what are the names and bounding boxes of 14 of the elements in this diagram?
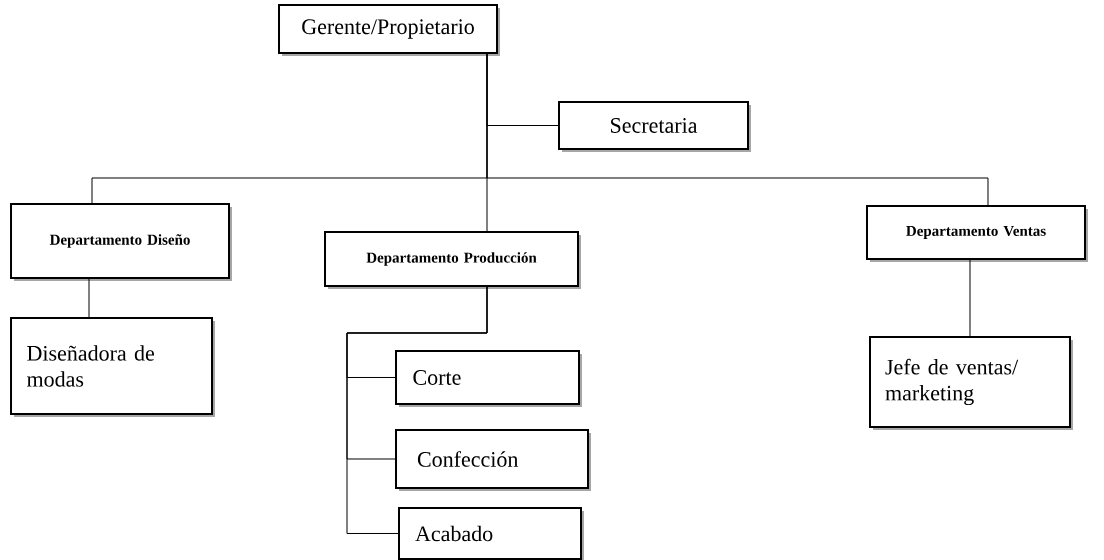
title-box: Gerente/Propietario	[278, 4, 500, 56]
department-box: Departamento Ventas	[866, 205, 1088, 262]
task-box: Acabado	[398, 507, 584, 560]
department-box: Departamento Producción	[324, 231, 581, 289]
connector-line	[486, 53, 989, 206]
connector-line	[88, 278, 90, 318]
connector-line	[969, 259, 971, 337]
role-box: Jefe de ventas/ marketing	[869, 336, 1073, 430]
role-box: Secretaria	[558, 101, 751, 152]
department-box: Departamento Diseño	[10, 203, 232, 281]
task-box: Corte	[395, 350, 582, 407]
role-box: Diseñadora de modas	[10, 317, 215, 417]
task-box: Confección	[395, 429, 591, 491]
connector-line	[346, 286, 488, 534]
